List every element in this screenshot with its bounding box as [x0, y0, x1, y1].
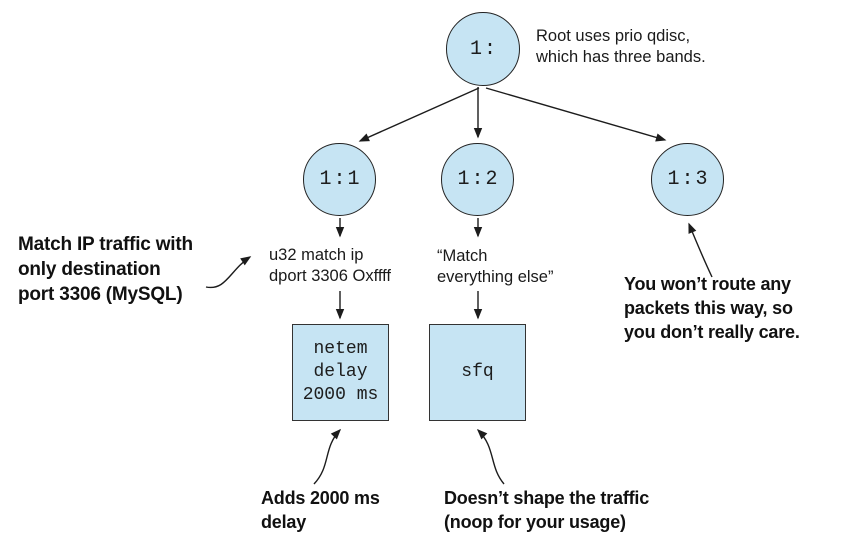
edge-root-to-band1-arrow: [358, 87, 480, 142]
sfq-label: sfq: [461, 362, 494, 382]
annotation-arrow-no-route: [688, 222, 713, 278]
node-root-label: 1:: [469, 37, 498, 61]
edge-root-to-band3-arrow: [485, 87, 667, 142]
filter-u32-label: u32 match ip dport 3306 Oxffff: [269, 246, 392, 285]
annotation-arrow-adds-delay: [313, 428, 342, 485]
filter-match-else-label: “Match everything else”: [437, 247, 554, 286]
node-netem-qdisc: netem delay 2000 ms: [292, 324, 389, 421]
netem-label: netem delay 2000 ms: [302, 339, 379, 405]
node-band3: 1:3: [651, 143, 724, 216]
node-band1-label: 1:1: [319, 168, 362, 191]
node-band2-label: 1:2: [457, 168, 500, 191]
annotation-no-route: You won’t route any packets this way, so…: [624, 274, 800, 342]
node-band3-label: 1:3: [667, 168, 710, 191]
annotation-noop: Doesn’t shape the traffic (noop for your…: [444, 488, 650, 532]
node-band2: 1:2: [441, 143, 514, 216]
annotation-adds-delay: Adds 2000 ms delay: [261, 488, 380, 532]
node-band1: 1:1: [303, 143, 376, 216]
node-root-qdisc: 1:: [446, 12, 520, 86]
annotation-match-ip: Match IP traffic with only destination p…: [18, 234, 193, 305]
node-sfq-qdisc: sfq: [429, 324, 526, 421]
annotation-arrow-match-ip: [205, 256, 252, 289]
annotation-arrow-noop: [476, 428, 505, 485]
root-note: Root uses prio qdisc, which has three ba…: [536, 27, 706, 66]
